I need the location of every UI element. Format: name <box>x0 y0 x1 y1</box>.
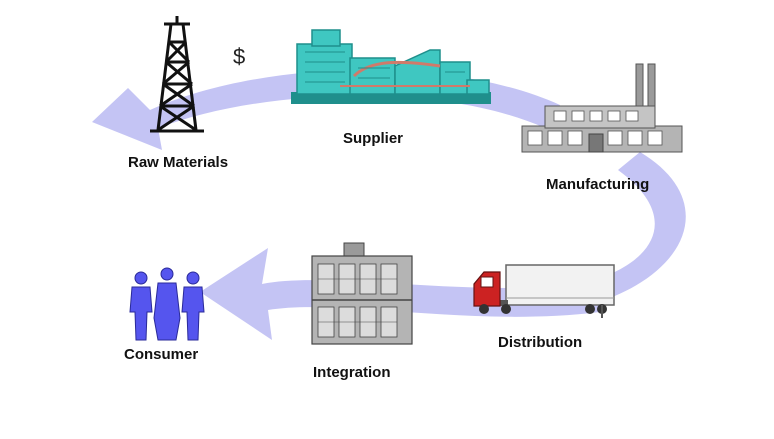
raw-materials-label: Raw Materials <box>128 154 229 171</box>
people-icon <box>129 267 205 341</box>
warehouse-building-icon <box>311 242 413 345</box>
consumer-label: Consumer <box>124 346 199 363</box>
integration-label: Integration <box>313 364 391 381</box>
distribution-label: Distribution <box>498 334 583 351</box>
supplier-label: Supplier <box>343 130 404 147</box>
flow-arrow-right-curve <box>585 152 686 305</box>
currency-symbol: $ <box>233 44 246 69</box>
factory-icon <box>521 63 683 153</box>
manufacturing-label: Manufacturing <box>546 176 650 193</box>
refinery-plant-icon <box>291 29 491 104</box>
oil-derrick-icon <box>150 16 204 133</box>
truck-icon <box>473 264 615 318</box>
